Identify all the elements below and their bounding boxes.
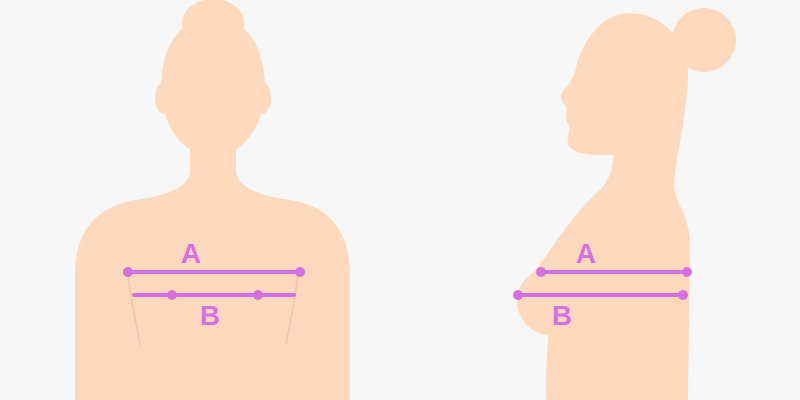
side-b-right-dot bbox=[678, 290, 688, 300]
front-measure-b: B bbox=[132, 290, 296, 331]
front-label-b: B bbox=[200, 300, 220, 331]
front-label-a: A bbox=[181, 238, 201, 269]
side-a-right-dot bbox=[682, 267, 692, 277]
side-a-left-dot bbox=[536, 267, 546, 277]
side-measure-b: B bbox=[513, 290, 688, 331]
side-hair-bun bbox=[672, 8, 736, 72]
front-b-right-dot bbox=[253, 290, 263, 300]
side-label-b: B bbox=[552, 300, 572, 331]
front-a-left-dot bbox=[123, 267, 133, 277]
side-figure bbox=[517, 8, 736, 400]
side-b-left-dot bbox=[513, 290, 523, 300]
front-right-arm-line bbox=[285, 274, 299, 346]
side-measure-a: A bbox=[536, 238, 692, 277]
front-figure bbox=[75, 0, 350, 400]
front-measure-a: A bbox=[123, 238, 305, 277]
front-b-left-dot bbox=[167, 290, 177, 300]
front-left-arm-line bbox=[127, 274, 141, 346]
side-label-a: A bbox=[576, 238, 596, 269]
front-a-right-dot bbox=[295, 267, 305, 277]
side-body bbox=[517, 13, 690, 400]
front-head bbox=[161, 18, 265, 150]
